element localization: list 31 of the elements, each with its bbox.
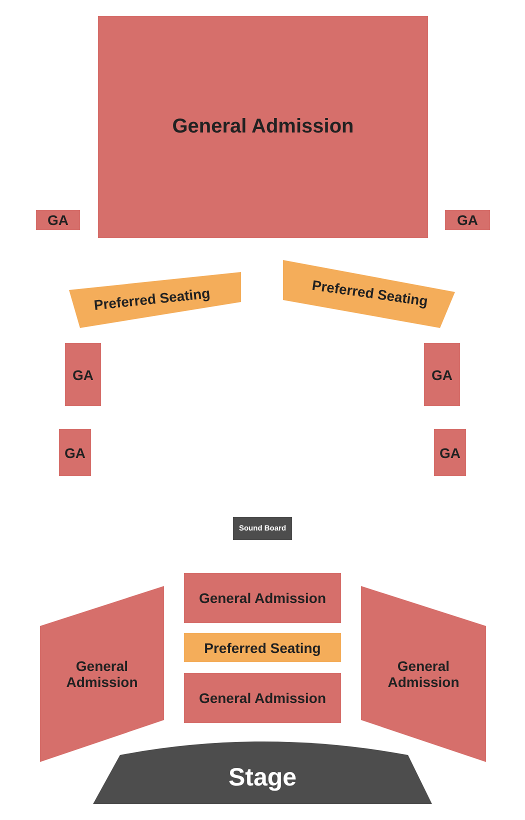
general-admission-section [445,210,490,230]
section-label: GA [438,444,462,461]
section-label: General Admission [198,690,328,706]
section-label: General Admission [386,658,460,690]
sound-board [233,517,292,540]
general-admission-section [36,210,80,230]
general-admission-section [361,586,486,762]
general-admission-section [40,586,164,762]
general-admission-section [98,16,428,238]
general-admission-section [184,573,341,623]
section-label: GA [430,366,454,383]
section-label: Preferred Seating [310,276,430,311]
stage [93,740,432,804]
section-label: Stage [227,764,298,792]
section-label: General Admission [65,658,139,690]
general-admission-section [424,343,460,406]
section-label: GA [72,366,94,383]
section-label: GA [456,212,479,228]
preferred-seating-section [283,260,455,328]
preferred-seating-section [69,272,241,328]
general-admission-section [65,343,101,406]
general-admission-section [59,429,91,476]
section-label: GA [46,212,70,228]
general-admission-section [184,673,341,723]
section-label: Preferred Seating [203,639,322,656]
section-label: General Admission [171,116,355,138]
general-admission-section [434,429,466,476]
section-label: General Admission [198,590,328,606]
section-label: GA [64,444,86,461]
preferred-seating-section [184,633,341,662]
section-label: Preferred Seating [92,284,212,315]
